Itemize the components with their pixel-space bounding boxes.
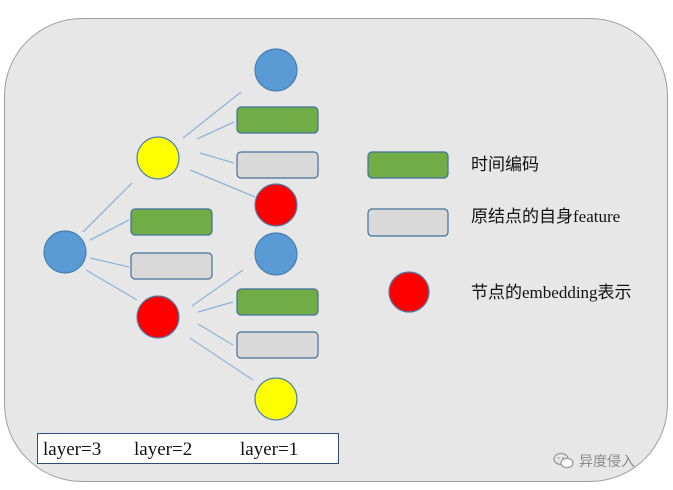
layer3-label: layer=3 <box>43 439 102 460</box>
legend-feature-label-suffix: feature <box>573 207 621 226</box>
edge-root-gray <box>89 257 130 268</box>
legend-feature-label-prefix: 原结点的自身 <box>471 207 573 227</box>
edge-root-yellow <box>82 182 133 233</box>
layer2-label: layer=2 <box>134 439 193 460</box>
layer1-blue-node-bottom <box>254 232 298 276</box>
edge-yellow-gray <box>199 152 235 164</box>
layer2-yellow-node <box>136 136 180 180</box>
edge-yellow-red <box>189 169 256 198</box>
layer2-feature-bar <box>130 252 213 280</box>
legend-embedding-swatch <box>388 271 430 313</box>
edge-red-blue <box>191 269 244 307</box>
edge-red-green <box>197 301 234 313</box>
legend-time-encoding-label: 时间编码 <box>471 155 539 175</box>
layer1-feature-bar-top <box>236 151 319 179</box>
wechat-icon <box>553 452 574 469</box>
edge-root-red <box>85 269 138 301</box>
layer-label-box: layer=3 layer=2 layer=1 <box>37 433 339 464</box>
layer1-yellow-node-bottom <box>254 377 298 421</box>
edge-yellow-green <box>196 121 235 140</box>
watermark-text: 异度侵入 <box>579 454 635 470</box>
edge-red-gray <box>197 323 234 346</box>
layer1-time-encoding-bar-bottom <box>236 288 319 316</box>
layer1-time-encoding-bar-top <box>236 106 319 134</box>
legend-embedding-label-mid: embedding <box>522 283 598 302</box>
legend-embedding-label-suffix: 表示 <box>597 283 632 303</box>
layer1-label: layer=1 <box>240 439 299 460</box>
legend-embedding-label: 节点的embedding表示 <box>471 283 632 303</box>
watermark: 异度侵入 <box>553 451 635 471</box>
edges <box>82 91 256 381</box>
root-blue-node <box>43 230 87 274</box>
layer1-feature-bar-bottom <box>236 331 319 359</box>
legend-feature-label: 原结点的自身feature <box>471 207 620 227</box>
layer2-red-node <box>136 295 180 339</box>
legend-embedding-label-prefix: 节点的 <box>471 283 522 303</box>
layer1-red-node-top <box>254 183 298 227</box>
legend-time-encoding-swatch <box>367 151 449 179</box>
edge-yellow-blue <box>182 91 242 139</box>
layer2-time-encoding-bar <box>130 208 213 236</box>
edge-root-green <box>89 219 130 241</box>
layer1-blue-node-top <box>254 48 298 92</box>
legend-feature-swatch <box>367 208 449 237</box>
diagram-panel <box>4 18 668 482</box>
edge-red-yellow <box>189 337 254 381</box>
